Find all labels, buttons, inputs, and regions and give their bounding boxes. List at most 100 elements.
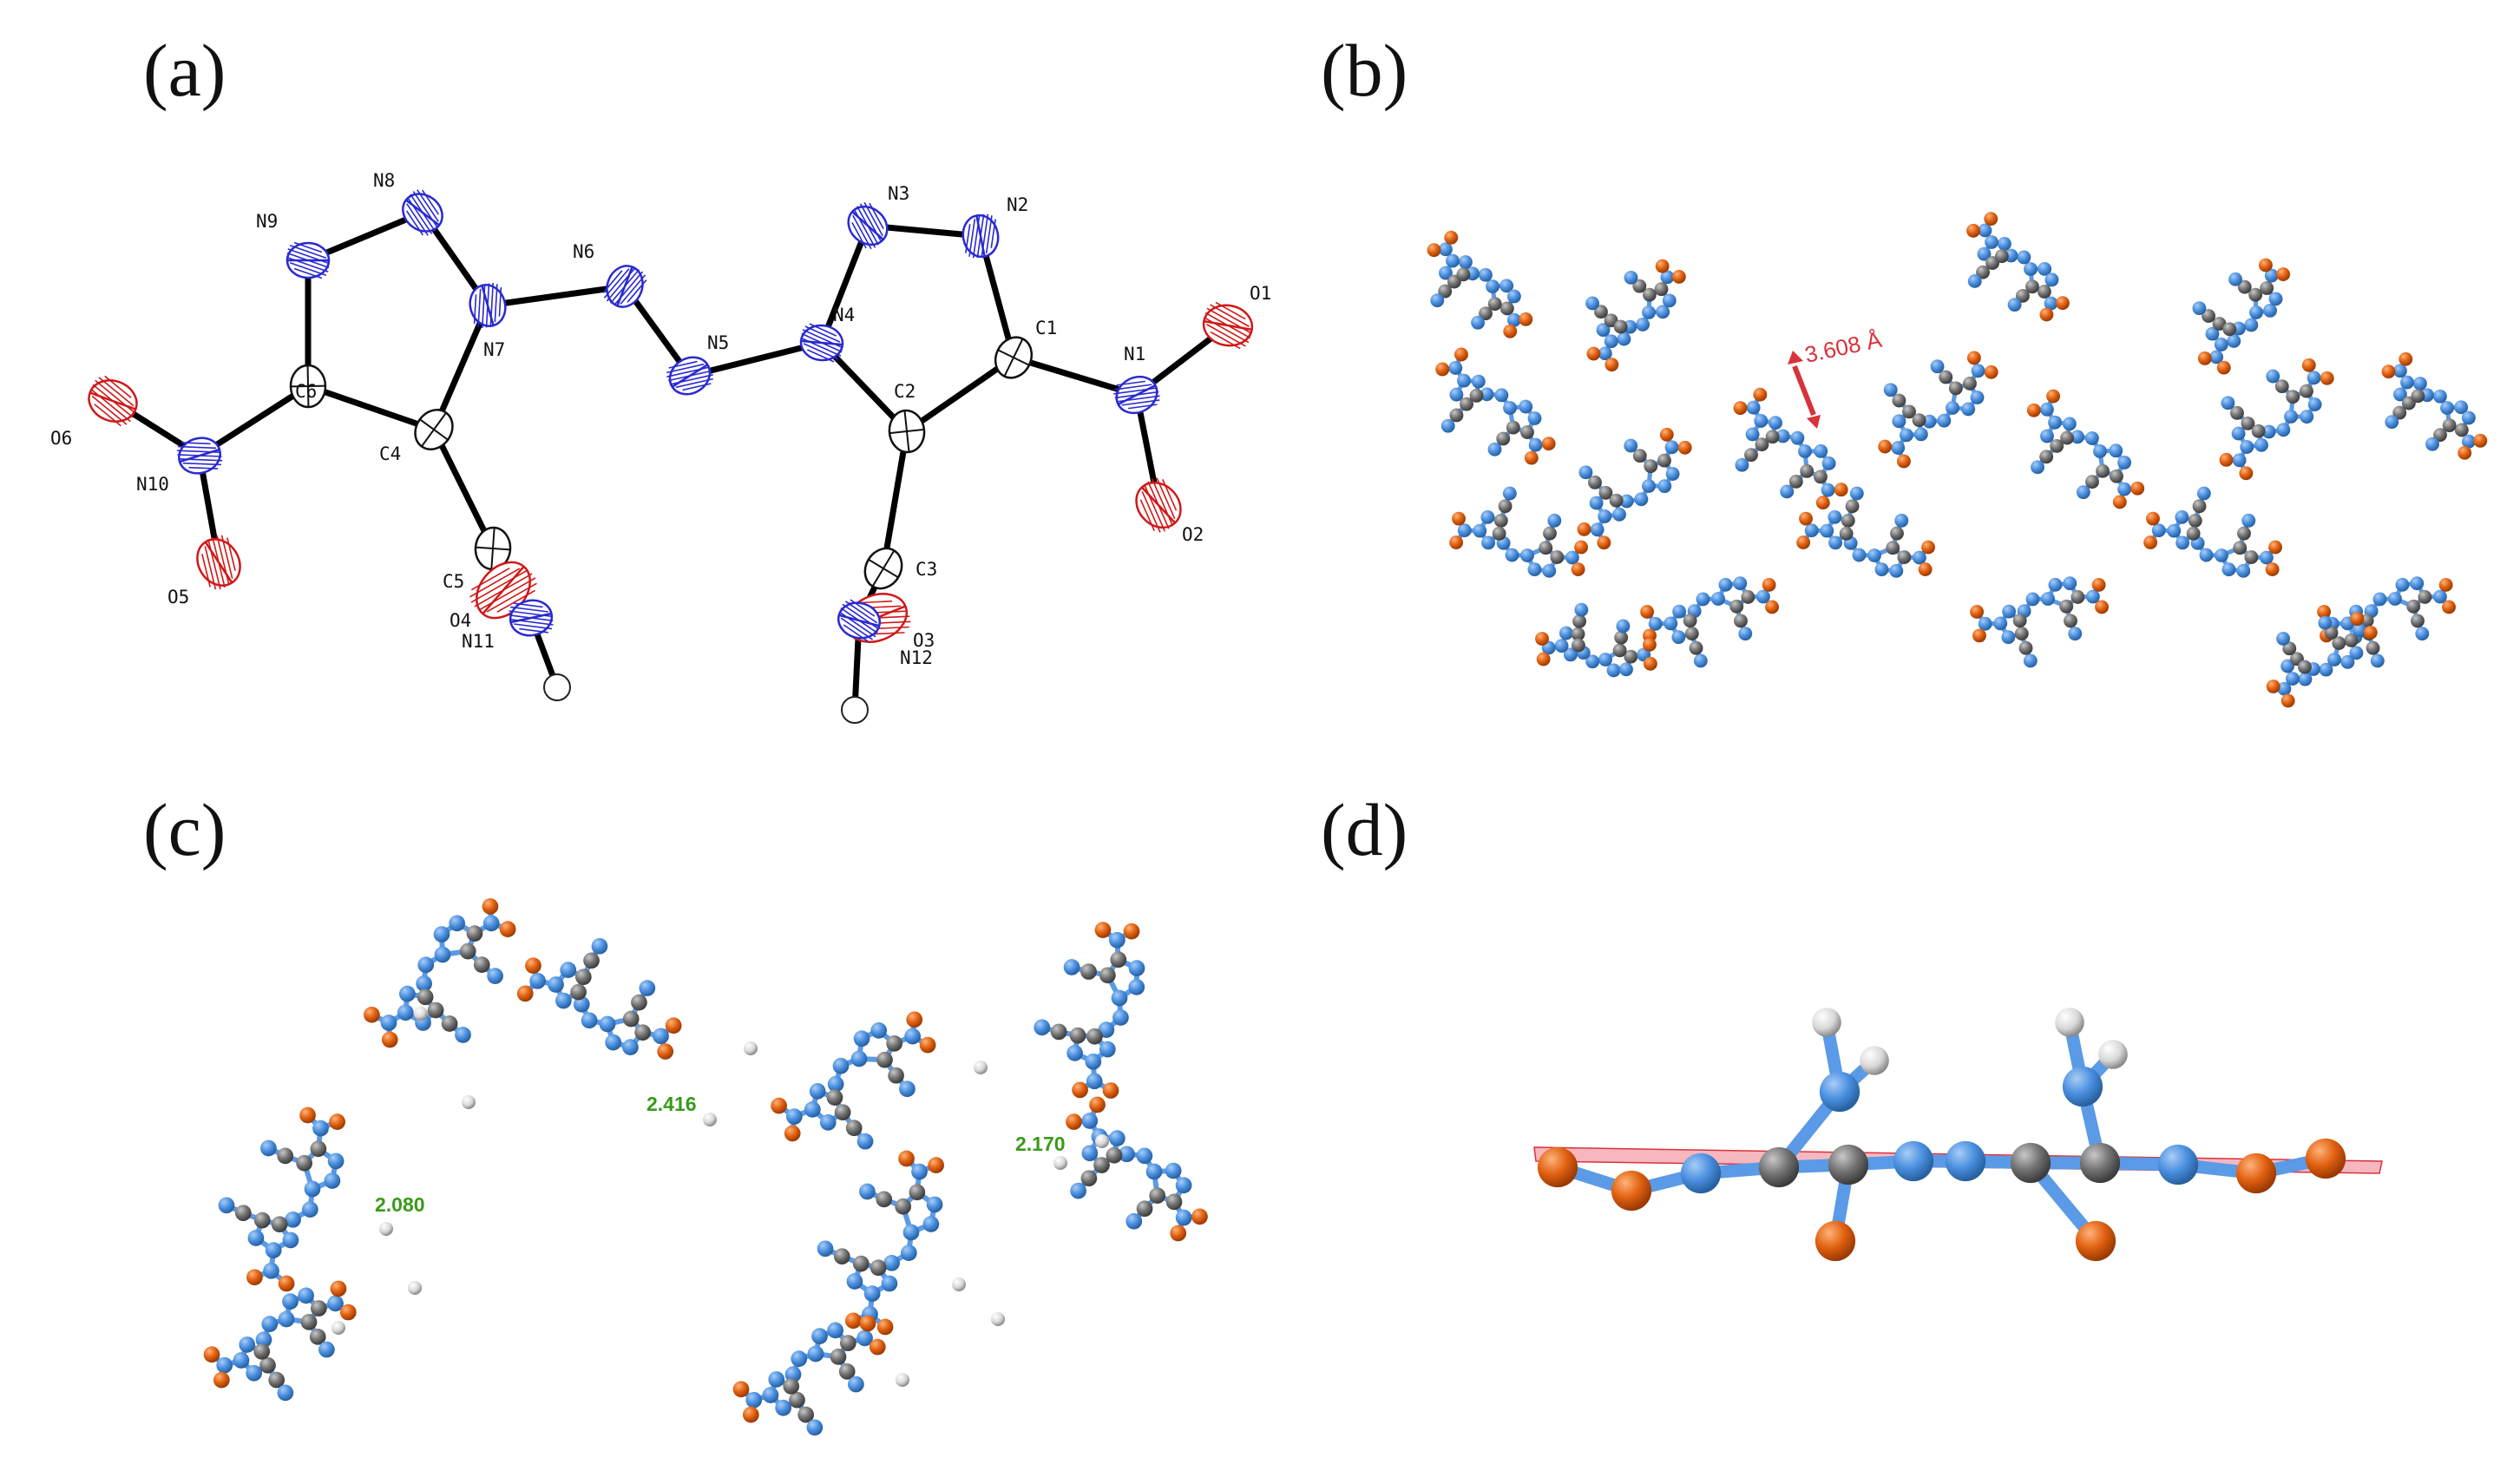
atom-label-n11: N11 xyxy=(462,631,495,652)
nitrogen-atom xyxy=(2249,305,2263,319)
oxygen-atom xyxy=(2112,495,2127,509)
nitrogen-atom xyxy=(807,1345,824,1363)
nitrogen-atom xyxy=(1735,457,1749,472)
nitrogen-atom xyxy=(1672,604,1687,619)
nitrogen-atom xyxy=(1547,513,1562,528)
carbon-atom xyxy=(2110,469,2123,483)
nitrogen-atom xyxy=(1034,1019,1051,1036)
nitrogen-atom xyxy=(2025,592,2040,607)
ellipsoid-atom xyxy=(863,547,903,590)
nitrogen-atom xyxy=(433,926,450,942)
nitrogen-atom xyxy=(1506,312,1521,327)
nitrogen-atom xyxy=(2349,646,2364,660)
atom-label-n3: N3 xyxy=(888,183,909,204)
carbon-atom xyxy=(1734,614,1748,628)
ortep-atom-labels: N9 N8 N6 N7 N5 N3 N2 N4 C1 N1 O1 O2 C2 C… xyxy=(50,170,1271,668)
nitrogen-atom xyxy=(1769,416,1782,430)
nitrogen-atom xyxy=(218,1197,235,1214)
oxygen-atom xyxy=(1677,440,1692,455)
oxygen-atom xyxy=(1834,483,1848,497)
oxygen-atom xyxy=(2146,511,2160,526)
carbon-atom xyxy=(2064,614,2077,628)
nitrogen-atom xyxy=(902,1224,920,1241)
ellipsoid-atom xyxy=(847,201,889,250)
carbon-atom xyxy=(1492,526,1506,541)
oxygen-atom xyxy=(2056,296,2070,311)
carbon-atom xyxy=(1572,638,1585,653)
oxygen-atom xyxy=(1611,1170,1652,1212)
oxygen-atom xyxy=(2438,578,2453,592)
atom-label-c6: C6 xyxy=(295,381,317,402)
carbon-atom xyxy=(1449,408,1464,423)
nitrogen-atom xyxy=(1085,1053,1102,1070)
nitrogen-atom xyxy=(2327,653,2341,667)
nitrogen-atom xyxy=(1589,496,1604,510)
carbon-atom xyxy=(1106,1146,1123,1164)
carbon-atom xyxy=(1654,282,1669,297)
nitrogen-atom xyxy=(1066,1045,1083,1061)
oxygen-atom xyxy=(1671,270,1686,284)
oxygen-atom xyxy=(1541,437,1556,451)
carbon-atom xyxy=(1598,485,1613,500)
carbon-atom xyxy=(2366,640,2380,655)
oxygen-atom xyxy=(1435,362,1450,377)
ortep-atoms xyxy=(88,189,1254,724)
nitrogen-atom xyxy=(555,992,572,1009)
nitrogen-atom xyxy=(1624,270,1638,285)
nitrogen-atom xyxy=(1937,413,1952,428)
nitrogen-atom xyxy=(1440,418,1455,433)
nitrogen-atom xyxy=(832,1057,850,1074)
nitrogen-atom xyxy=(2318,615,2333,630)
oxygen-atom xyxy=(1536,652,1551,667)
panel-label-c: (c) xyxy=(143,788,226,871)
nitrogen-atom xyxy=(1481,535,1496,550)
oxygen-atom xyxy=(845,1312,862,1330)
nitrogen-atom xyxy=(2263,303,2277,318)
oxygen-atom xyxy=(1655,259,1670,273)
carbon-atom xyxy=(2079,1142,2121,1184)
nitrogen-atom xyxy=(827,1322,843,1339)
nitrogen-atom xyxy=(2393,387,2407,402)
carbon-atom xyxy=(1632,449,1647,463)
nitrogen-atom xyxy=(804,1101,821,1118)
crystal-packing-view: 3.608 Å xyxy=(1427,212,2488,708)
nitrogen-atom xyxy=(2264,268,2279,283)
nitrogen-atom xyxy=(762,1387,779,1403)
nitrogen-atom xyxy=(1145,1163,1163,1180)
ellipsoid-atom xyxy=(961,213,1000,259)
nitrogen-atom xyxy=(560,962,577,978)
hydrogen-atom xyxy=(1053,1156,1067,1170)
oxygen-atom xyxy=(2143,535,2158,549)
nitrogen-atom xyxy=(1506,289,1521,304)
nitrogen-atom xyxy=(2231,426,2246,441)
carbon-atom xyxy=(1758,1146,1800,1188)
nitrogen-atom xyxy=(233,1352,250,1369)
nitrogen-atom xyxy=(926,1196,943,1213)
nitrogen-atom xyxy=(1165,1162,1182,1179)
nitrogen-atom xyxy=(318,1341,335,1358)
carbon-atom xyxy=(259,1356,276,1374)
nitrogen-atom xyxy=(1967,274,1982,288)
oxygen-atom xyxy=(2458,445,2472,460)
atom-label-n9: N9 xyxy=(256,211,278,232)
nitrogen-atom xyxy=(1617,332,1631,346)
oxygen-atom xyxy=(876,1318,894,1336)
nitrogen-atom xyxy=(548,976,564,993)
nitrogen-atom xyxy=(1559,626,1573,640)
carbon-atom xyxy=(2233,541,2248,555)
carbon-atom xyxy=(473,956,490,973)
nitrogen-atom xyxy=(216,1356,233,1374)
nitrogen-atom xyxy=(2093,444,2107,458)
nitrogen-atom xyxy=(1889,563,1904,578)
carbon-atom xyxy=(1994,249,2009,264)
nitrogen-atom xyxy=(1733,576,1748,591)
carbon-atom xyxy=(1572,614,1586,628)
nitrogen-atom xyxy=(1662,293,1677,308)
oxygen-atom xyxy=(1524,450,1539,465)
nitrogen-atom xyxy=(811,1328,828,1344)
carbon-atom xyxy=(1614,630,1629,645)
nitrogen-atom xyxy=(2084,431,2099,445)
carbon-atom xyxy=(296,1154,313,1172)
nitrogen-atom xyxy=(1971,364,1985,378)
oxygen-atom xyxy=(1066,1113,1082,1131)
